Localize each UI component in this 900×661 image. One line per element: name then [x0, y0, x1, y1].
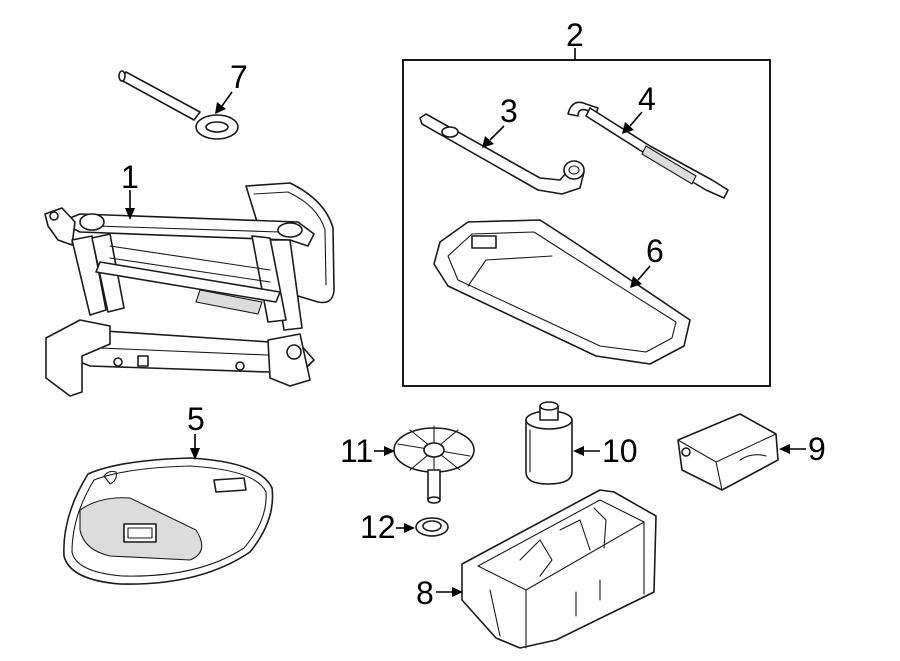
callout-11: 11 [340, 433, 373, 469]
callout-5: 5 [187, 401, 205, 437]
part-1-scissor-jack [44, 182, 335, 397]
part-10-canister [525, 401, 573, 485]
callout-3: 3 [500, 93, 518, 129]
part-6-tray [433, 219, 691, 365]
callout-6: 6 [646, 233, 664, 269]
callout-1: 1 [121, 159, 139, 195]
callout-10: 10 [602, 433, 638, 469]
callout-4: 4 [638, 81, 656, 117]
kit-box [402, 59, 771, 387]
part-3-lug-wrench [419, 113, 585, 195]
callout-9: 9 [808, 431, 826, 467]
callout-12: 12 [360, 509, 396, 545]
part-11-bolt [393, 425, 475, 504]
part-7-jack-handle [118, 70, 239, 140]
part-5-floor-cover [63, 457, 274, 585]
part-8-storage-tray [461, 489, 657, 649]
part-9-cap [677, 413, 779, 491]
callout-2: 2 [566, 17, 584, 53]
callout-8: 8 [416, 575, 434, 611]
part-4-tool [567, 101, 729, 199]
callout-7: 7 [230, 59, 248, 95]
part-12-washer [415, 517, 449, 537]
